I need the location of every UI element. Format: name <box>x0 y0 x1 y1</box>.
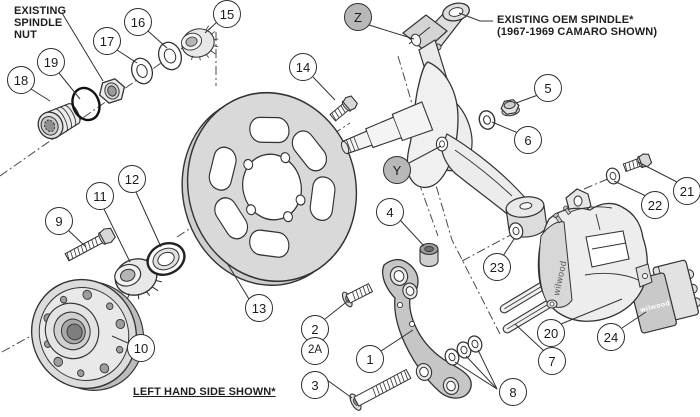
callout-6: 6 <box>514 126 542 154</box>
callout-5: 5 <box>534 74 562 102</box>
spindle-washer-17 <box>130 57 154 85</box>
existing-spindle-nut-line3: NUT <box>14 29 37 41</box>
callout-9: 9 <box>45 207 73 235</box>
wheel-hub <box>30 278 145 391</box>
existing-spindle-nut-line1: EXISTING <box>14 5 67 17</box>
pad-retainer-strips <box>499 280 552 334</box>
existing-oem-spindle-line1: EXISTING OEM SPINDLE* <box>497 14 634 26</box>
callout-17: 17 <box>93 27 121 55</box>
callout-11: 11 <box>86 182 114 210</box>
bolt-21 <box>622 153 653 173</box>
grease-seal <box>146 242 186 276</box>
callout-14: 14 <box>289 53 317 81</box>
outer-bearing <box>177 22 224 65</box>
callout-4: 4 <box>376 198 404 226</box>
callout-15: 15 <box>213 0 241 28</box>
callout-10: 10 <box>127 334 155 362</box>
bolt-14 <box>329 95 358 122</box>
bolt-3 <box>349 368 412 411</box>
callout-13: 13 <box>245 294 273 322</box>
washer-6 <box>476 108 498 132</box>
spindle-nut-part <box>98 78 126 104</box>
leader-lines <box>30 12 678 399</box>
callout-7: 7 <box>538 347 566 375</box>
callout-19: 19 <box>37 48 65 76</box>
oem-spindle <box>340 2 548 238</box>
brake-caliper: wilwood <box>537 188 653 322</box>
nut-5 <box>500 99 520 117</box>
existing-oem-spindle-line2: (1967-1969 CAMARO SHOWN) <box>497 26 658 38</box>
callout-23: 23 <box>483 253 511 281</box>
wheel-stud-bolt <box>64 227 116 262</box>
callout-Z: Z <box>344 3 372 31</box>
callout-12: 12 <box>118 165 146 193</box>
callout-1: 1 <box>356 345 384 373</box>
bolt-2 <box>341 282 374 308</box>
spacer-4 <box>419 242 439 268</box>
callout-3: 3 <box>301 371 329 399</box>
callout-16: 16 <box>124 8 152 36</box>
existing-oem-spindle-label: EXISTING OEM SPINDLE* (1967-1969 CAMARO … <box>497 14 657 38</box>
callout-8: 8 <box>499 378 527 406</box>
callout-24: 24 <box>597 323 625 351</box>
callout-22: 22 <box>641 191 669 219</box>
left-hand-side-label: LEFT HAND SIDE SHOWN* <box>133 386 276 398</box>
existing-spindle-nut-label: EXISTING SPINDLE NUT <box>14 5 66 41</box>
spindle-washer-16 <box>157 41 183 71</box>
callout-20: 20 <box>537 319 565 347</box>
callout-18: 18 <box>7 66 35 94</box>
callout-21: 21 <box>673 177 700 205</box>
callout-2A: 2A <box>301 337 329 365</box>
washer-22 <box>604 166 622 186</box>
existing-spindle-nut-line2: SPINDLE <box>14 17 63 29</box>
dust-cap <box>37 102 81 140</box>
brake-rotor <box>181 91 358 286</box>
callout-Y: Y <box>383 156 411 184</box>
o-ring <box>71 86 101 122</box>
